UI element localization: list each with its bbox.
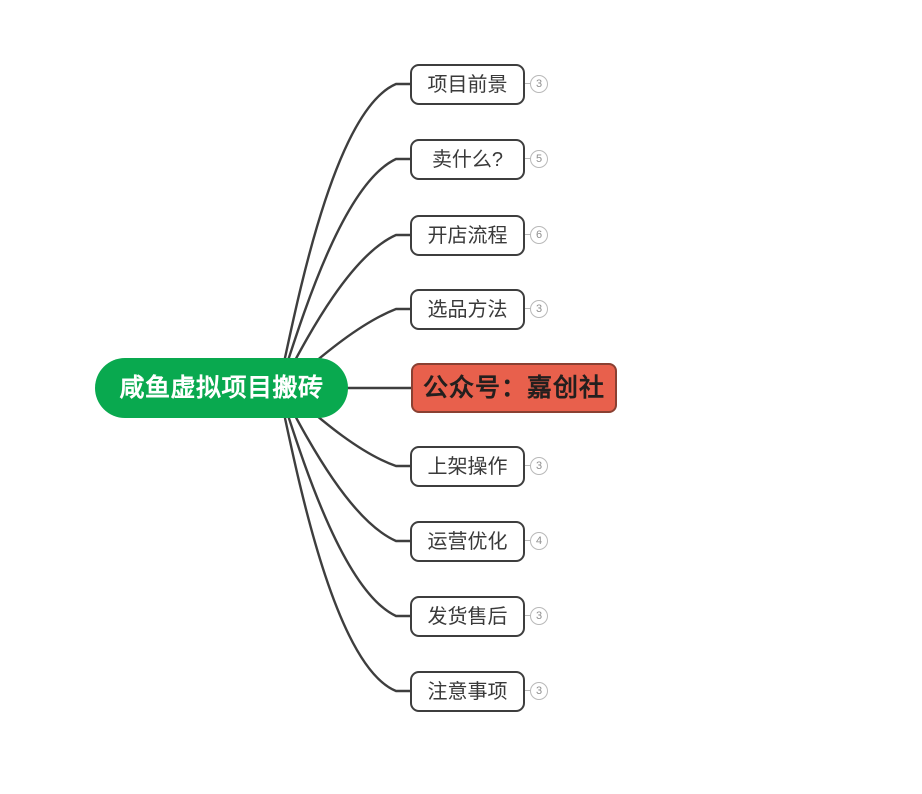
badge-stub-8 <box>525 615 533 617</box>
branch-node-9-label: 注意事项 <box>427 680 508 703</box>
branch-node-9[interactable]: 注意事项 <box>410 671 525 712</box>
edge-curve-1 <box>276 82 412 392</box>
edge-curve-8 <box>276 383 412 618</box>
branch-node-3[interactable]: 开店流程 <box>410 215 525 256</box>
branch-node-6-label: 上架操作 <box>427 455 508 478</box>
branch-node-5-highlight[interactable]: 公众号：嘉创社 <box>411 363 617 413</box>
badge-stub-3 <box>525 234 533 236</box>
branch-node-4[interactable]: 选品方法 <box>410 289 525 330</box>
edge-curve-2 <box>276 157 412 393</box>
branch-badge-1[interactable]: 3 <box>530 75 548 93</box>
branch-badge-4[interactable]: 3 <box>530 300 548 318</box>
branch-badge-6[interactable]: 3 <box>530 457 548 475</box>
branch-badge-2[interactable]: 5 <box>530 150 548 168</box>
root-node-label: 咸鱼虚拟项目搬砖 <box>119 373 324 402</box>
badge-stub-2 <box>525 158 533 160</box>
branch-badge-8[interactable]: 3 <box>530 607 548 625</box>
branch-node-5-label: 公众号：嘉创社 <box>422 373 605 402</box>
branch-node-2[interactable]: 卖什么? <box>410 139 525 180</box>
branch-node-2-label: 卖什么? <box>431 148 504 171</box>
branch-badge-3[interactable]: 6 <box>530 226 548 244</box>
badge-stub-6 <box>525 465 533 467</box>
badge-stub-1 <box>525 83 533 85</box>
edge-curve-9 <box>276 384 412 693</box>
branch-badge-7[interactable]: 4 <box>530 532 548 550</box>
badge-stub-9 <box>525 690 533 692</box>
badge-stub-4 <box>525 308 533 310</box>
branch-node-8[interactable]: 发货售后 <box>410 596 525 637</box>
branch-node-3-label: 开店流程 <box>427 224 508 247</box>
branch-node-1-label: 项目前景 <box>427 73 508 96</box>
branch-node-7-label: 运营优化 <box>427 530 508 553</box>
badge-stub-7 <box>525 540 533 542</box>
branch-node-1[interactable]: 项目前景 <box>410 64 525 105</box>
branch-node-8-label: 发货售后 <box>427 605 508 628</box>
branch-node-6[interactable]: 上架操作 <box>410 446 525 487</box>
branch-badge-9[interactable]: 3 <box>530 682 548 700</box>
root-node[interactable]: 咸鱼虚拟项目搬砖 <box>95 358 348 418</box>
branch-node-7[interactable]: 运营优化 <box>410 521 525 562</box>
branch-node-4-label: 选品方法 <box>427 298 508 321</box>
